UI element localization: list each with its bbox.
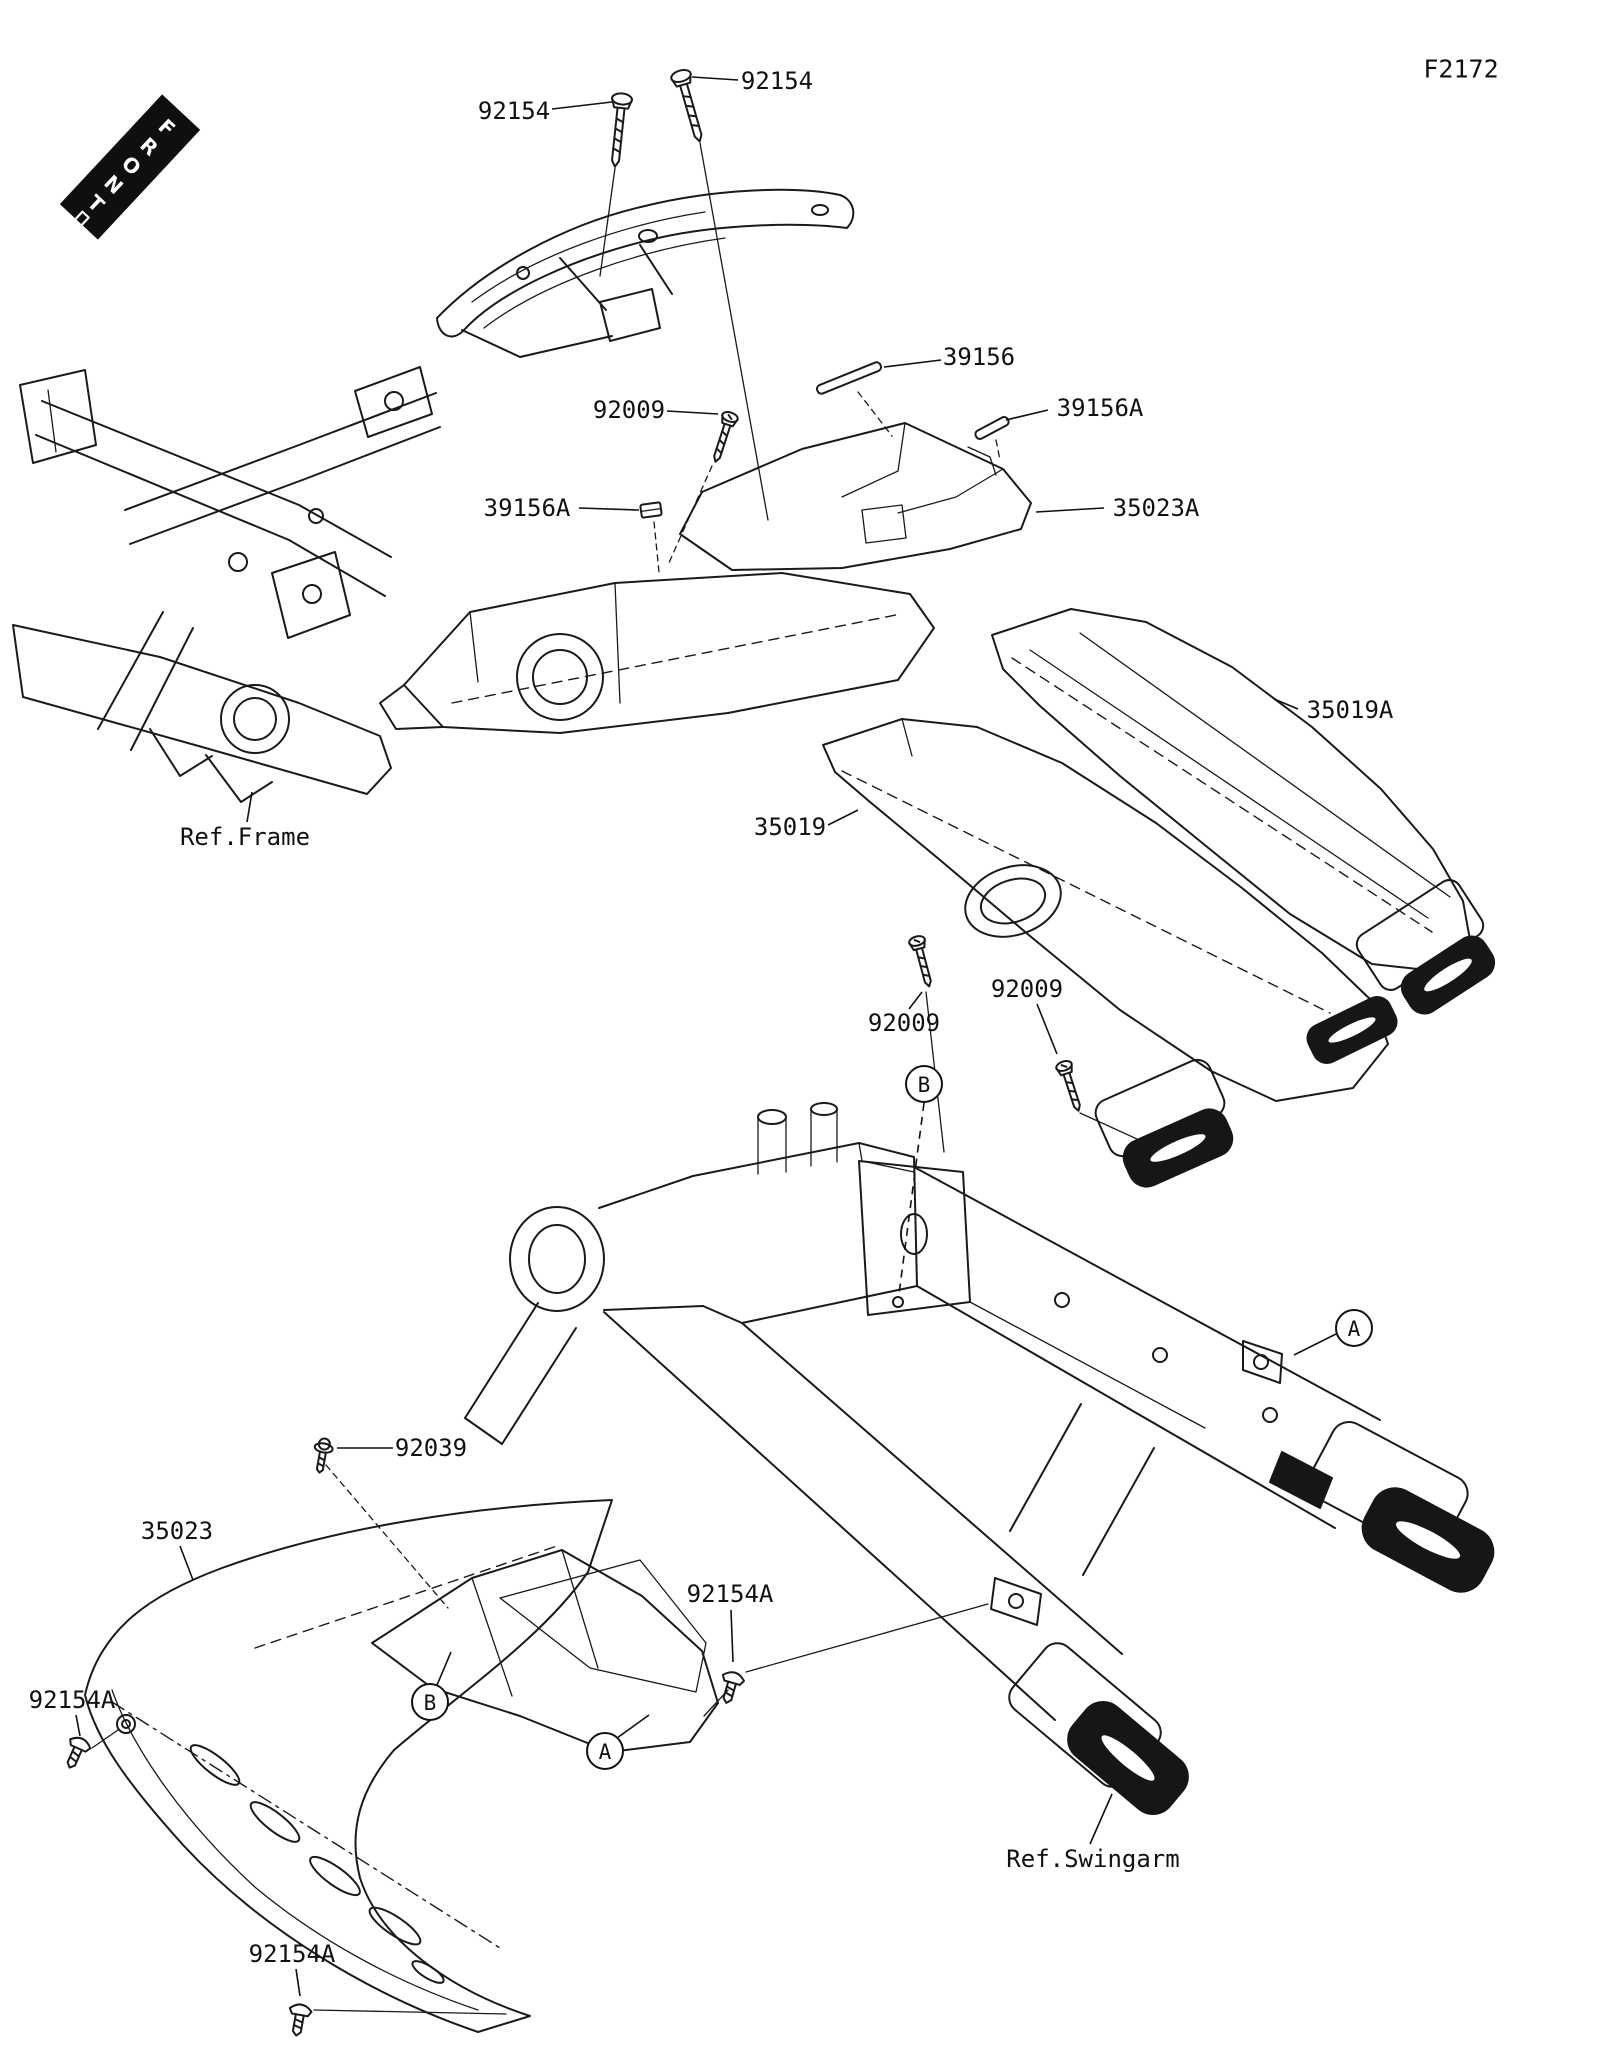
part-label-39156a: 39156A [483,494,571,522]
part-label-35023a: 35023A [1112,494,1200,522]
part-label-92009: 92009 [867,1009,941,1037]
callout-b: B [905,1065,943,1103]
swingarm-bracket-drawing [371,1549,719,1753]
ref-label-ref-swingarm: Ref.Swingarm [1006,1845,1180,1873]
leader-line [179,1545,194,1581]
rear-rack-drawing [436,188,855,358]
part-label-92154: 92154 [477,97,551,125]
svg-text:A: A [599,1740,612,1764]
callout-a: A [586,1732,624,1770]
leader-line [827,809,859,826]
leader-line [246,791,253,823]
part-label-35023: 35023 [140,1517,214,1545]
leader-line [908,991,923,1010]
leader-line [691,76,739,81]
callout-b: B [411,1683,449,1721]
leader-line [578,507,640,511]
leader-line [1089,1793,1113,1845]
leader-line [898,1102,925,1295]
rear-fender-35019-drawing [822,718,1389,1188]
part-label-39156: 39156 [942,343,1016,371]
leader-line [883,359,942,368]
callout-a: A [1335,1309,1373,1347]
pin-39156-icon [815,361,883,395]
leader-line [1036,1003,1058,1055]
part-label-92009: 92009 [990,975,1064,1003]
inner-fender-35023a-drawing [679,422,1032,571]
center-cover-drawing [379,572,935,734]
part-label-92154: 92154 [740,67,814,95]
leader-line [1293,1333,1337,1356]
part-label-92039: 92039 [394,1434,468,1462]
part-label-35019a: 35019A [1306,696,1394,724]
leader-line [551,101,613,110]
rear-fender-35019a-drawing [991,608,1496,1064]
clip-39156a-icon [639,501,663,519]
leader-line [1035,507,1105,513]
front-direction-stamp: FRONT [59,94,201,240]
swingarm-drawing [464,1102,1495,1816]
part-label-92154a: 92154A [248,1940,336,1968]
part-label-35019: 35019 [753,813,827,841]
leader-line [295,1968,301,1997]
leader-line [1273,698,1299,710]
leader-line [666,410,719,415]
svg-text:B: B [918,1073,931,1097]
page-code: F2172 [1423,54,1499,84]
leader-line [75,1714,81,1737]
part-label-92154a: 92154A [686,1580,774,1608]
part-label-39156a: 39156A [1056,394,1144,422]
leader-line [730,1609,734,1663]
svg-text:A: A [1348,1317,1361,1341]
leader-line [1005,409,1049,421]
chain-cover-35023-drawing [84,1499,613,2033]
part-label-92009: 92009 [592,396,666,424]
front-arrow-icon [56,205,95,245]
part-label-92154a: 92154A [28,1686,116,1714]
ref-label-ref-frame: Ref.Frame [179,823,311,851]
frame-drawing [12,366,441,803]
leader-line [616,1714,650,1739]
leader-line [436,1651,452,1686]
svg-text:B: B [424,1691,437,1715]
